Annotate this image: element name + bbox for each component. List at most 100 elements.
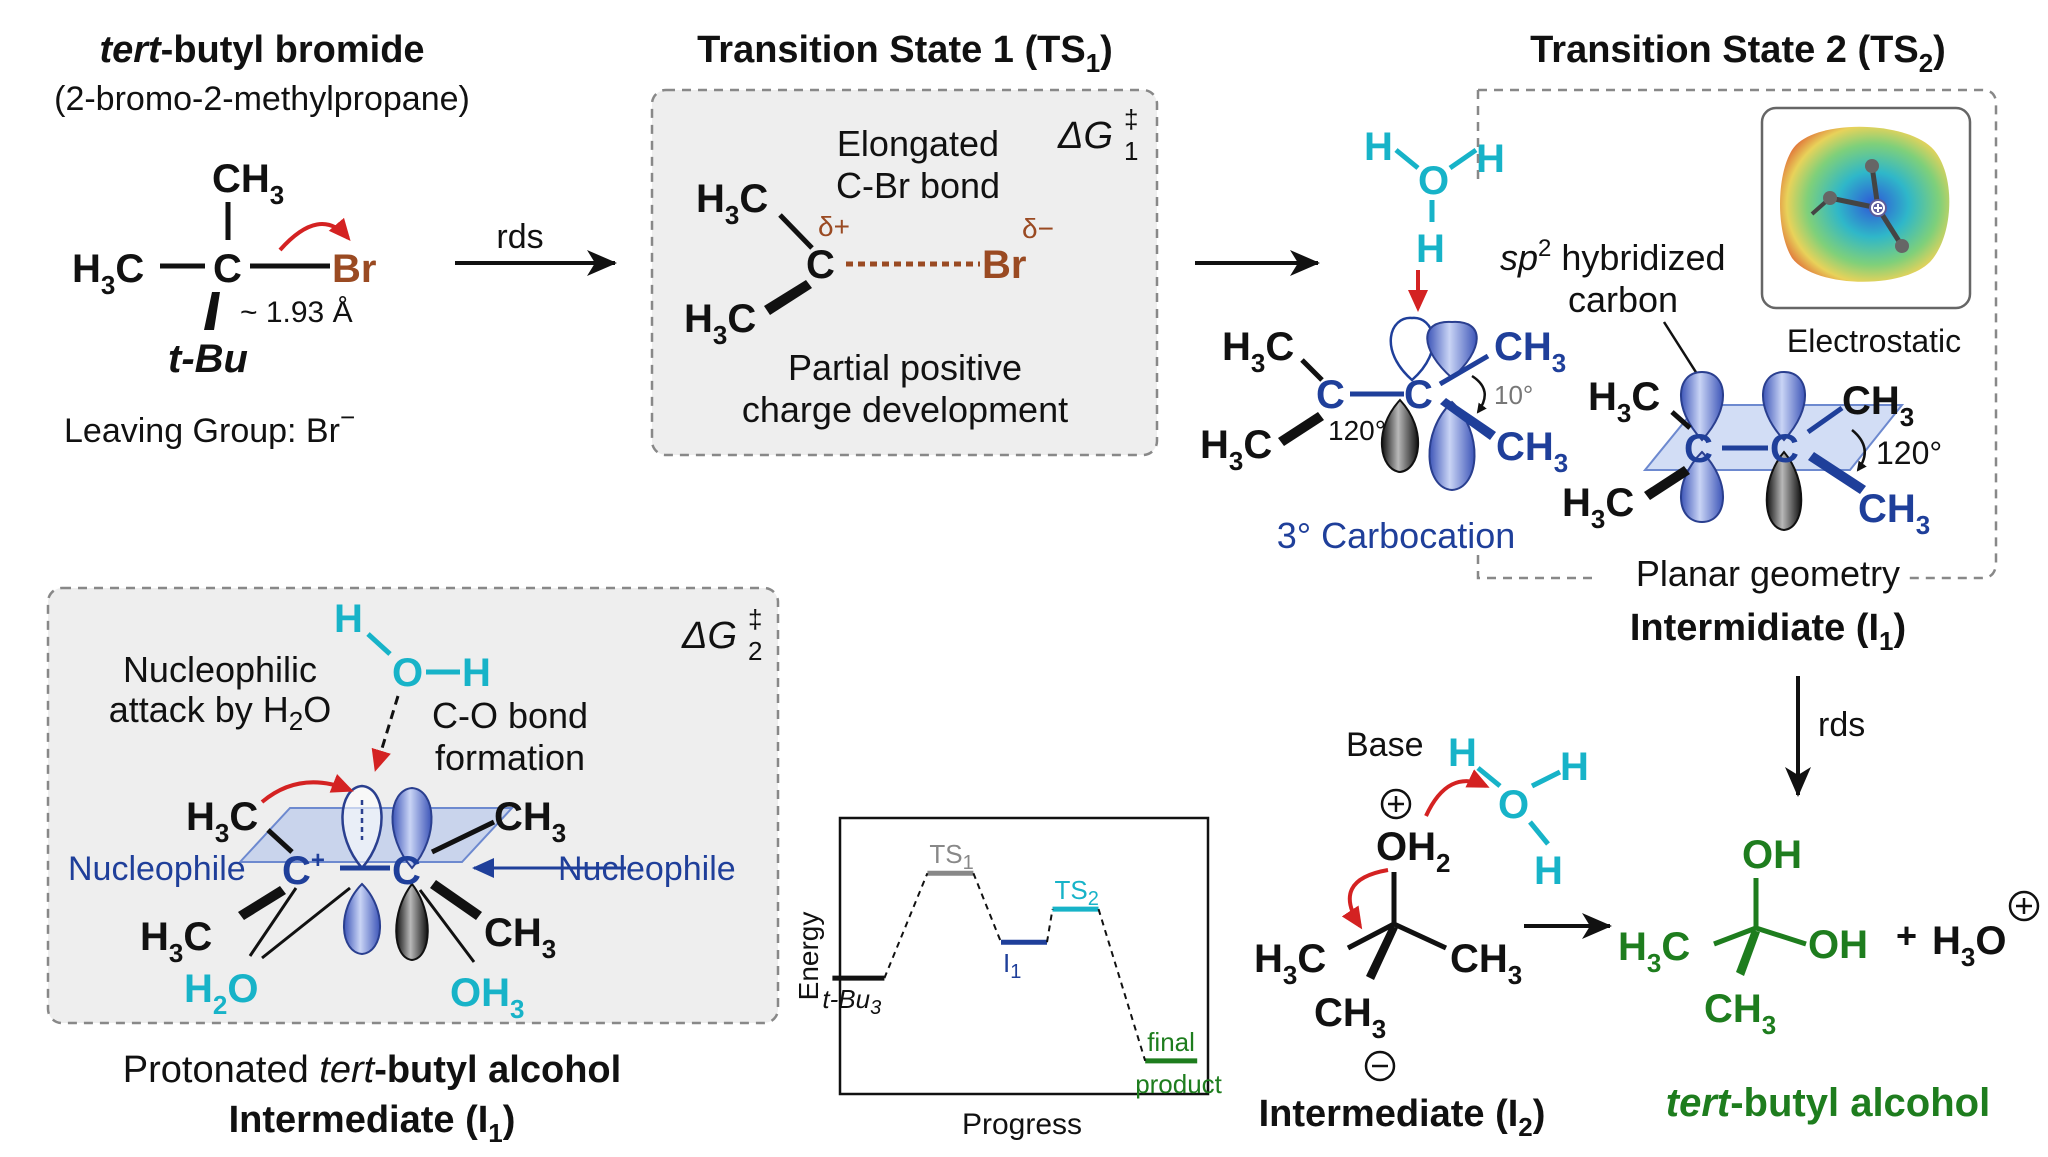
ts2-lobe-right-dark [1765,450,1803,532]
arrow-rds-label-1: rds [496,218,543,256]
prot-co-line2: formation [435,737,585,778]
esp-molecule [1810,159,1909,253]
ts2-atom-h3c-top: H3C [1588,375,1660,428]
cc-lobe-dark [1380,398,1420,474]
i2-plus-circle [1380,788,1412,820]
panel-ts1: Transition State 1 (TS1) Elongated C-Br … [650,29,1159,457]
leaving-group-label: Leaving Group: Br− [64,402,355,450]
prod-plus-sign: + [1896,915,1917,956]
panel-carbocation: H O H H H3C C C H3C CH3 CH3 10° 120° 3° … [1200,125,1568,556]
prot-water-h-right: H [462,651,491,695]
cc-atom-h3c-top: H3C [1222,325,1294,378]
i2-atom-oh2: OH2 [1376,825,1450,878]
ts1-elongated-line1: Elongated [837,123,999,164]
prot-wedge-ch3-bottom [430,880,482,920]
ts2-angle-label: 120° [1876,435,1942,471]
prot-dg-label: ΔG [681,615,737,657]
energy-level-label-1: TS1 [929,839,973,874]
i2-wedge-ch3-bottom [1366,926,1398,980]
prot-atom-h3c-top: H3C [186,795,258,848]
cc-angle-120: 120° [1328,415,1386,446]
prot-dashed-attack [371,695,400,772]
energy-connector-3 [1097,908,1147,1062]
chart-xlabel: Progress [962,1108,1082,1141]
red-curved-arrow-1 [278,217,351,252]
i2-atom-h3c: H3C [1254,937,1326,990]
prot-wedge-h3c-bottom [238,886,286,920]
prot-line-to-oh3 [418,889,476,963]
ts1-atom-br: Br [982,243,1026,287]
energy-connector-0 [883,872,929,979]
ts1-title: Transition State 1 (TS1) [697,29,1113,78]
chart-ylabel: Energy [793,912,824,1001]
i2-bond-c-h3c [1346,921,1396,951]
prod-atom-ch3-bottom: CH3 [1704,987,1776,1040]
prot-nucleophile-right: Nucleophile [558,850,736,888]
prot-caption-line1: Protonated tert-butyl alcohol [123,1049,621,1091]
cc-atom-h3c-bottom: H3C [1200,423,1272,476]
prod-bond-h3c [1713,925,1757,947]
prod-atom-oh-top: OH [1742,833,1802,877]
atom-br: Br [332,247,376,291]
prot-atom-h3c-bottom: H3C [140,915,212,968]
energy-connector-2 [1046,908,1054,943]
ts2-box-outline [1476,88,1998,580]
ts2-lobe-right-top [1762,370,1806,442]
energy-level-label-2: I1 [1003,948,1021,983]
ts1-elongated-line2: C-Br bond [836,165,1000,206]
ts1-dg-sub: 1 [1124,136,1138,166]
i2-atom-ch3-bottom: CH3 [1314,991,1386,1044]
cc-atom-c-left: C [1316,373,1345,417]
prod-atom-oh-right: OH [1808,923,1868,967]
cc-atom-ch3-top: CH3 [1494,325,1566,378]
ts2-sp2-line2: carbon [1568,279,1678,320]
cc-lobe-top [1426,320,1478,380]
prod-bond-oh-right [1755,925,1807,947]
ts1-partial-line2: charge development [742,389,1068,430]
bond-c-tbu-wedge [204,292,220,330]
ts2-intermediate-label: Intermidiate (I1) [1630,607,1906,656]
prot-lobe-dark [395,882,429,962]
prot-nuc-attack-line2: attack by H2O [109,689,332,736]
prot-water-o: O [392,651,423,695]
panel-protonated: ΔG ‡ 2 Nucleophilic attack by H2O C-O bo… [46,586,780,1148]
cc-lobe-bottom [1428,400,1476,492]
i2-bond-c-ch3 [1392,921,1448,951]
bond-length-label: ~ 1.93 Å [240,296,353,329]
cc-atom-ch3-bottom: CH3 [1496,425,1568,478]
ts1-partial-line1: Partial positive [788,347,1022,388]
prot-dg-sup: ‡ [748,604,762,634]
ts2-sp2-line1: sp2 hybridized [1500,235,1725,278]
ts2-atom-ch3-bottom: CH3 [1858,487,1930,540]
i2-base-label: Base [1346,726,1424,764]
i2-water-h-top: H [1448,731,1477,775]
ts2-wedge-ch3-bottom [1808,452,1866,494]
energy-level-label-0: t-Bu3 [822,984,881,1019]
cc-wedge-ch3-bottom [1440,398,1496,440]
cc-angle-10: 10° [1494,380,1533,410]
i2-water-o: O [1498,783,1529,827]
cc-water-h-bottom: H [1416,227,1445,271]
prot-line-to-h2o-2 [261,886,351,960]
prot-atom-h2o: H2O [184,967,258,1020]
ts1-atom-h3c-top: H3C [696,177,768,230]
prot-atom-c-right: C [392,849,421,893]
cc-label: 3° Carbocation [1277,515,1516,556]
i2-red-arrow-left [1341,868,1389,930]
prod-wedge-ch3 [1736,930,1760,976]
arrow-i1-to-product: rds [1785,676,1865,797]
ts1-atom-h3c-bottom: H3C [684,297,756,350]
ts2-angle-arc [1851,429,1867,472]
ts2-atom-h3c-bottom: H3C [1562,481,1634,534]
ts1-bond-wedge [764,280,812,315]
i2-minus-circle [1364,1050,1396,1082]
prot-nucleophile-left: Nucleophile [68,850,246,888]
prot-caption-line2: Intermediate (I1) [229,1099,516,1148]
prot-atom-cplus: C+ [282,847,325,893]
prot-line-to-h2o [248,887,298,957]
panel-reactant: tert-butyl bromide (2-bromo-2-methylprop… [54,29,470,450]
prot-lobe-top [391,786,433,870]
